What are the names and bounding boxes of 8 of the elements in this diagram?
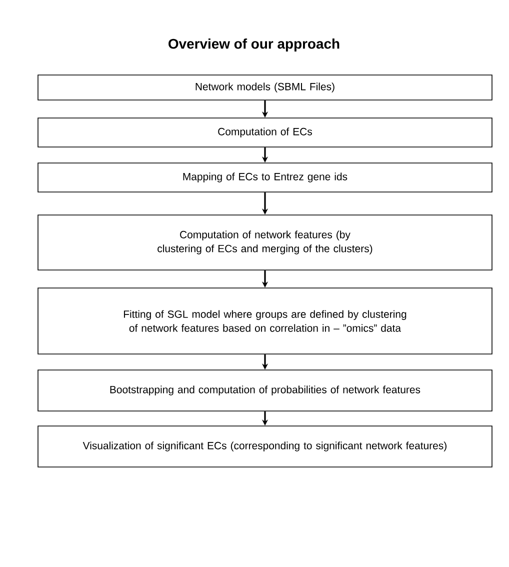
title: Overview of our approach xyxy=(168,38,340,52)
process-box: Computation of network features (by clustering of ECs and merging of the clusters) xyxy=(38,214,492,270)
process-box: Network models (SBML Files) xyxy=(38,74,492,100)
process-box: Computation of ECs xyxy=(38,118,492,148)
process-box: Fitting of SGL model where groups are defined by clustering of network features based on correlation in – ”omics” data xyxy=(38,288,492,354)
process-box: Bootstrapping and computation of probabilities of network features xyxy=(38,370,492,412)
process-box: Visualization of significant ECs (corresponding to significant network features) xyxy=(38,426,492,468)
process-box: Mapping of ECs to Entrez gene ids xyxy=(38,162,492,192)
